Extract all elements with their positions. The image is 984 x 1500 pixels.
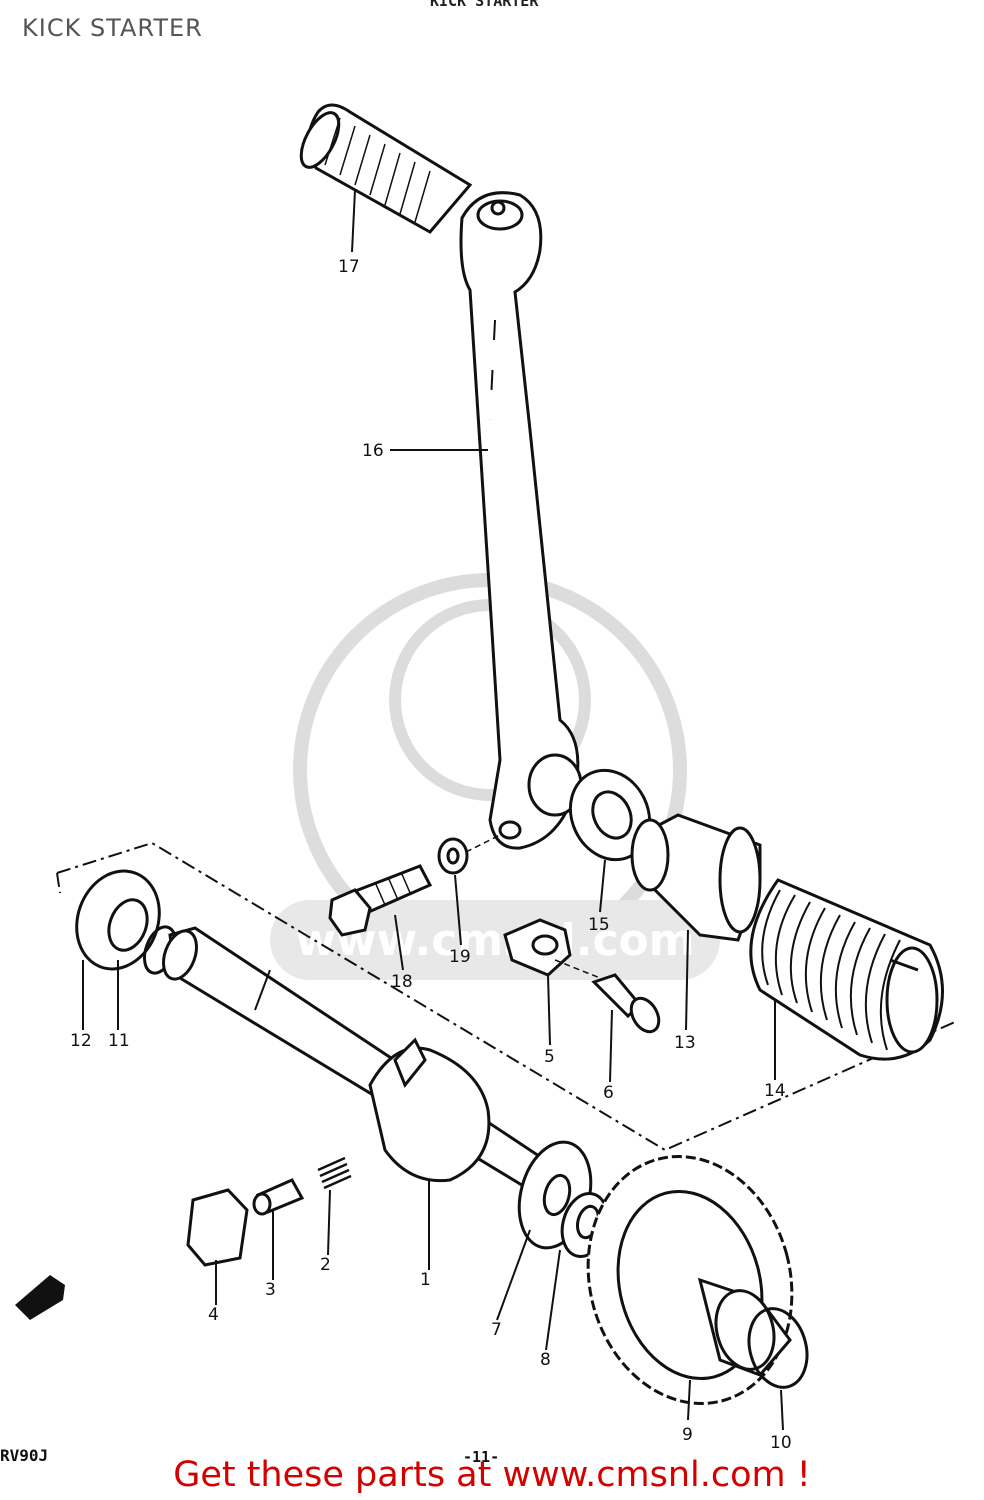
page-title: KICK STARTER [22,14,203,42]
model-label: RV90J [0,1446,49,1465]
gear-circlip [747,1307,809,1389]
callout-1: 1 [420,1270,431,1290]
callout-2: 2 [320,1255,331,1275]
lever-bolt [328,864,433,937]
page-number: -11- [463,1448,500,1466]
callout-10: 10 [770,1433,792,1453]
front-arrow-icon [15,1275,65,1320]
callout-12: 12 [70,1031,92,1051]
guide-screw [591,973,661,1034]
callout-17: 17 [338,257,360,277]
ratchet-clip [186,1188,249,1267]
callout-7: 7 [491,1320,502,1340]
spring-guide [630,813,762,942]
callout-13: 13 [674,1033,696,1053]
return-spring [749,878,944,1061]
kick-guide [503,918,572,977]
assembly-boundary [56,841,956,1152]
callout-14: 14 [764,1081,786,1101]
oil-seal [568,768,652,862]
header-ghost-text: KICK STARTER [430,0,539,10]
callout-5: 5 [544,1047,555,1067]
callout-11: 11 [108,1031,130,1051]
callout-6: 6 [603,1083,614,1103]
callout-18: 18 [391,972,413,992]
kick-lever [459,191,583,850]
leader-lines [82,189,784,1431]
kick-starter-shaft [162,926,547,1193]
callout-19: 19 [449,947,471,967]
ratchet-pin [252,1178,305,1216]
part-callouts: 1 2 3 4 5 6 7 8 9 10 11 12 13 14 15 16 1… [70,257,792,1453]
ratchet-spring [317,1156,352,1190]
shaft-washer [75,869,161,971]
kick-grip [299,103,473,234]
callout-8: 8 [540,1350,551,1370]
callout-9: 9 [682,1425,693,1445]
callout-16: 16 [362,441,384,461]
callout-15: 15 [588,915,610,935]
callout-3: 3 [265,1280,276,1300]
lever-washer [437,837,469,875]
kick-starter-gear [586,1155,794,1405]
callout-4: 4 [208,1305,219,1325]
promo-link[interactable]: Get these parts at www.cmsnl.com ! [173,1455,811,1495]
